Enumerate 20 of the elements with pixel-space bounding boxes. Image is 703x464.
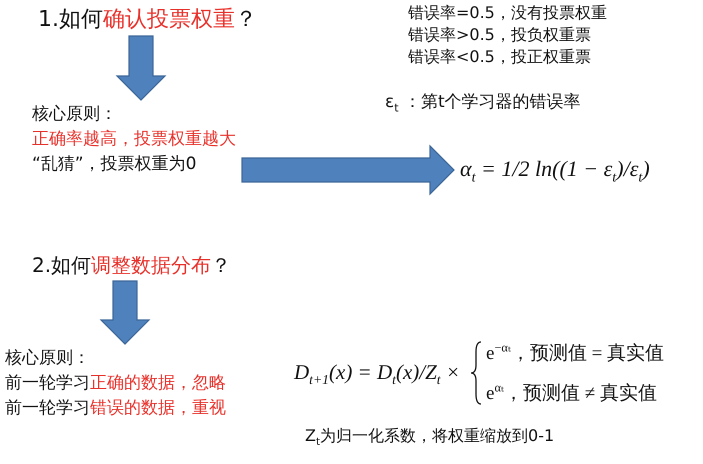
rule-text: 错误率<0.5，投正权重票 <box>408 47 591 68</box>
principle-text: 正确率越高，投票权重越大 <box>32 128 236 151</box>
rule-text: 错误率>0.5，投负权重票 <box>408 25 591 46</box>
section-label: 核心原则： <box>5 347 90 370</box>
formula-case: e$^{−αₜ}$，预测值 = 真实值 <box>486 340 664 366</box>
note-text: Z$_{t}$为归一化系数，将权重缩放到0-1 <box>305 426 554 448</box>
formula: D$_{t+1}$(x) = D$_{t}$(x)/Z$_{t}$ × <box>294 360 460 388</box>
block-arrow <box>116 35 166 101</box>
principle-text: 前一轮学习错误的数据，重视 <box>5 397 226 420</box>
question-heading: 2.如何调整数据分布？ <box>32 252 232 279</box>
formula: α$_{t}$ = 1/2 ln((1 − ε$_{t}$)/ε$_{t}$) <box>460 156 650 186</box>
principle-text: 前一轮学习正确的数据，忽略 <box>5 372 226 395</box>
section-label: 核心原则： <box>32 103 117 126</box>
rule-text: 错误率=0.5，没有投票权重 <box>408 3 607 24</box>
block-arrow <box>100 280 150 345</box>
principle-text: “乱猜”，投票权重为0 <box>32 153 196 176</box>
block-arrow <box>241 144 455 196</box>
formula-case: e$^{αₜ}$，预测值 ≠ 真实值 <box>486 380 657 406</box>
question-heading: 1.如何确认投票权重？ <box>38 4 257 34</box>
definition-text: ε$_{t}$ ：第t个学习器的错误率 <box>385 91 581 114</box>
